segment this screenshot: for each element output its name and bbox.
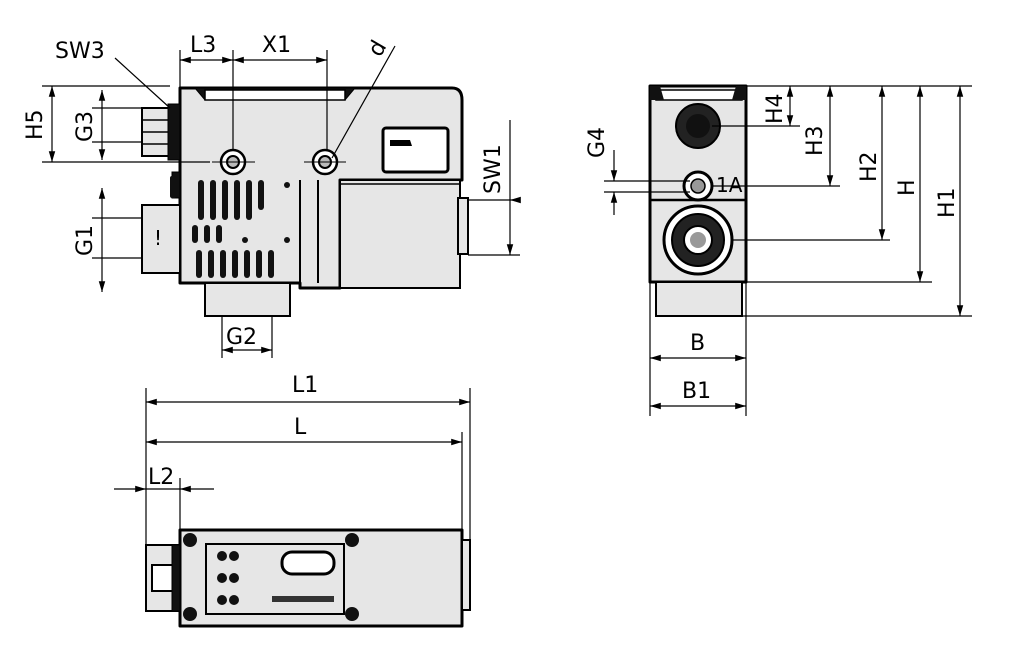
label-sw1: SW1: [481, 144, 506, 194]
label-d: d: [364, 36, 393, 61]
vent-slots: [170, 176, 290, 278]
side-view-base: [655, 281, 743, 317]
coil-connector: [457, 197, 469, 255]
label-l: L: [294, 415, 307, 440]
label-h5: H5: [23, 109, 48, 140]
label-h1: H1: [935, 187, 960, 218]
label-b1: B1: [682, 379, 711, 404]
name-plate: [381, 126, 450, 174]
svg-text:!: !: [154, 226, 162, 250]
label-h4: H4: [763, 93, 788, 124]
label-sw3: SW3: [55, 39, 105, 64]
label-l2: L2: [148, 465, 174, 490]
solenoid-coil: [339, 179, 461, 289]
side-view: 1A G4 H4 H3 H2 H H1: [585, 84, 972, 416]
label-h: H: [895, 179, 920, 196]
g2-port: [204, 282, 291, 317]
label-g4: G4: [585, 127, 610, 158]
top-view-connector: [461, 539, 471, 611]
top-view: L1 L L2: [114, 373, 471, 628]
label-g2: G2: [226, 325, 257, 350]
svg-text:1A: 1A: [716, 173, 743, 197]
label-h2: H2: [857, 151, 882, 182]
front-view: !: [23, 33, 520, 358]
label-l1: L1: [292, 373, 318, 398]
label-x1: X1: [262, 33, 291, 58]
front-view-top-slot: [204, 89, 346, 101]
label-l3: L3: [190, 33, 216, 58]
g1-port: [141, 204, 181, 274]
label-h3: H3: [803, 125, 828, 156]
label-b: B: [690, 331, 705, 356]
label-g3: G3: [73, 111, 98, 142]
label-g1: G1: [73, 225, 98, 256]
